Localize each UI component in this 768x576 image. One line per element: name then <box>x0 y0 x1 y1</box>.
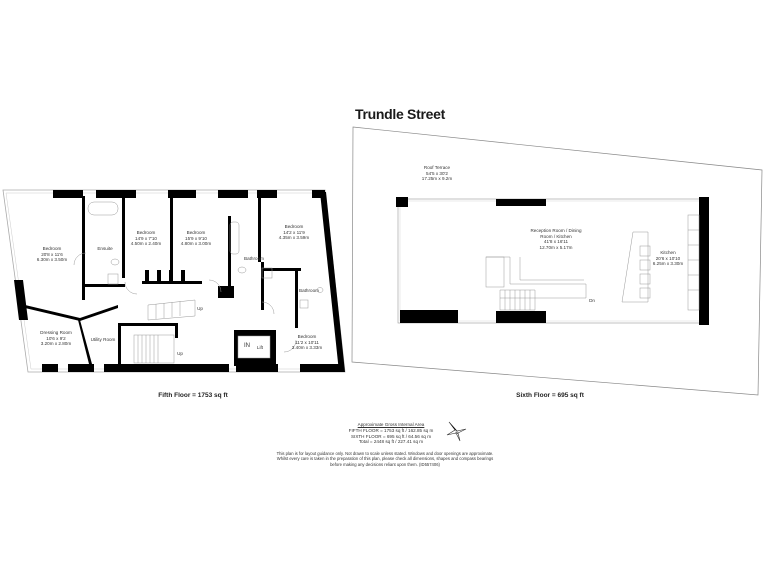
room-label-bathroom-2: Bathroom <box>299 288 319 294</box>
room-name: Dressing Room <box>40 330 72 335</box>
room-label-ensuite: Ensuite <box>97 246 112 252</box>
room-label-kitchen: Kitchen 20'6 x 10'10 6.25m x 3.30m <box>653 250 683 267</box>
fifth-floor-plan <box>2 189 346 373</box>
room-dimensions-imperial: 10'6 x 9'2 <box>46 335 66 341</box>
area-total: Total = 2448 sq ft / 227.41 sq m <box>358 439 424 445</box>
room-label-utility-room: Utility Room <box>91 337 116 343</box>
compass-icon: N <box>446 421 467 442</box>
room-dimensions-metric: 4.80m x 3.00m <box>180 241 212 247</box>
stair-label-up-1: Up <box>197 306 203 311</box>
fifth-floor-area-label: Fifth Floor = 1753 sq ft <box>158 392 228 399</box>
sixth-floor-area-label: Sixth Floor = 695 sq ft <box>516 392 584 399</box>
room-name-line2: Room / Kitchen <box>540 233 572 239</box>
room-name: Bedroom <box>284 224 304 229</box>
room-dimensions-metric: 3.20m x 2.80m <box>40 341 72 347</box>
property-title: Trundle Street <box>355 106 445 122</box>
room-name: Ensuite <box>97 246 113 251</box>
room-dimensions-metric: 6.30m x 3.50m <box>36 257 68 263</box>
room-dimensions-imperial: 15'9 x 9'10 <box>185 235 207 241</box>
area-sixth-floor: SIXTH FLOOR = 695 sq ft / 64.56 sq m <box>350 433 432 439</box>
room-name: Kitchen <box>660 250 676 255</box>
room-label-dressing-room: Dressing Room 10'6 x 9'2 3.20m x 2.80m <box>40 330 72 347</box>
disclaimer-text: This plan is for layout guidance only. N… <box>276 451 494 467</box>
room-name: Bedroom <box>136 230 156 235</box>
room-name: Bedroom <box>297 334 317 339</box>
stair-label-down: Dn <box>589 298 595 303</box>
room-dimensions-metric: 17.25m x 9.2m <box>421 176 453 182</box>
room-dimensions-imperial: 14'9 x 7'10 <box>135 235 157 241</box>
room-label-bedroom-3: Bedroom 15'9 x 9'10 4.80m x 3.00m <box>181 230 211 247</box>
lift-in-label: IN <box>244 343 250 349</box>
room-dimensions-imperial: 20'8 x 11'6 <box>41 251 63 257</box>
area-fifth-floor: FIFTH FLOOR = 1753 sq ft / 162.85 sq m <box>348 427 434 433</box>
room-dimensions-metric: 6.25m x 3.30m <box>652 261 684 267</box>
room-name-line1: Reception Room / Dining <box>530 228 582 233</box>
lift-label: Lift <box>256 345 264 350</box>
room-name: Bedroom <box>42 246 62 251</box>
room-dimensions-imperial: 54'5 x 30'2 <box>426 170 448 176</box>
room-dimensions-imperial: 41'8 x 16'11 <box>543 239 569 245</box>
room-dimensions-metric: 4.50m x 2.40m <box>130 241 162 247</box>
room-dimensions-imperial: 20'6 x 10'10 <box>655 255 681 261</box>
gross-internal-area-summary: Approximate Gross Internal Area FIFTH FL… <box>349 422 434 445</box>
room-dimensions-imperial: 11'2 x 10'11 <box>295 339 319 345</box>
compass-north-letter: N <box>456 430 459 435</box>
room-label-bedroom-4: Bedroom 14'2 x 11'9 4.35m x 3.59m <box>279 224 309 241</box>
room-label-bedroom-5: Bedroom 11'2 x 10'11 3.40m x 3.33m <box>292 334 322 351</box>
room-name: Bathroom <box>299 288 319 293</box>
area-heading: Approximate Gross Internal Area <box>357 422 425 427</box>
room-label-reception: Reception Room / Dining Room / Kitchen 4… <box>530 228 581 250</box>
room-label-bathroom-1: Bathroom <box>244 256 264 262</box>
room-label-roof-terrace: Roof Terrace 54'5 x 30'2 17.25m x 9.2m <box>422 165 452 182</box>
room-label-bedroom-1: Bedroom 20'8 x 11'6 6.30m x 3.50m <box>37 246 67 263</box>
sixth-floor-plan <box>351 126 763 396</box>
room-name: Bathroom <box>244 256 264 261</box>
room-dimensions-metric: 3.40m x 3.33m <box>291 345 323 351</box>
room-name: Bedroom <box>186 230 206 235</box>
stair-label-up-2: Up <box>177 351 183 356</box>
room-dimensions-metric: 12.70m x 5.17m <box>539 244 573 250</box>
room-dimensions-imperial: 14'2 x 11'9 <box>283 229 305 235</box>
room-name: Roof Terrace <box>423 165 451 170</box>
room-dimensions-metric: 4.35m x 3.59m <box>278 235 310 241</box>
room-label-bedroom-2: Bedroom 14'9 x 7'10 4.50m x 2.40m <box>131 230 161 247</box>
room-name: Utility Room <box>90 337 116 342</box>
